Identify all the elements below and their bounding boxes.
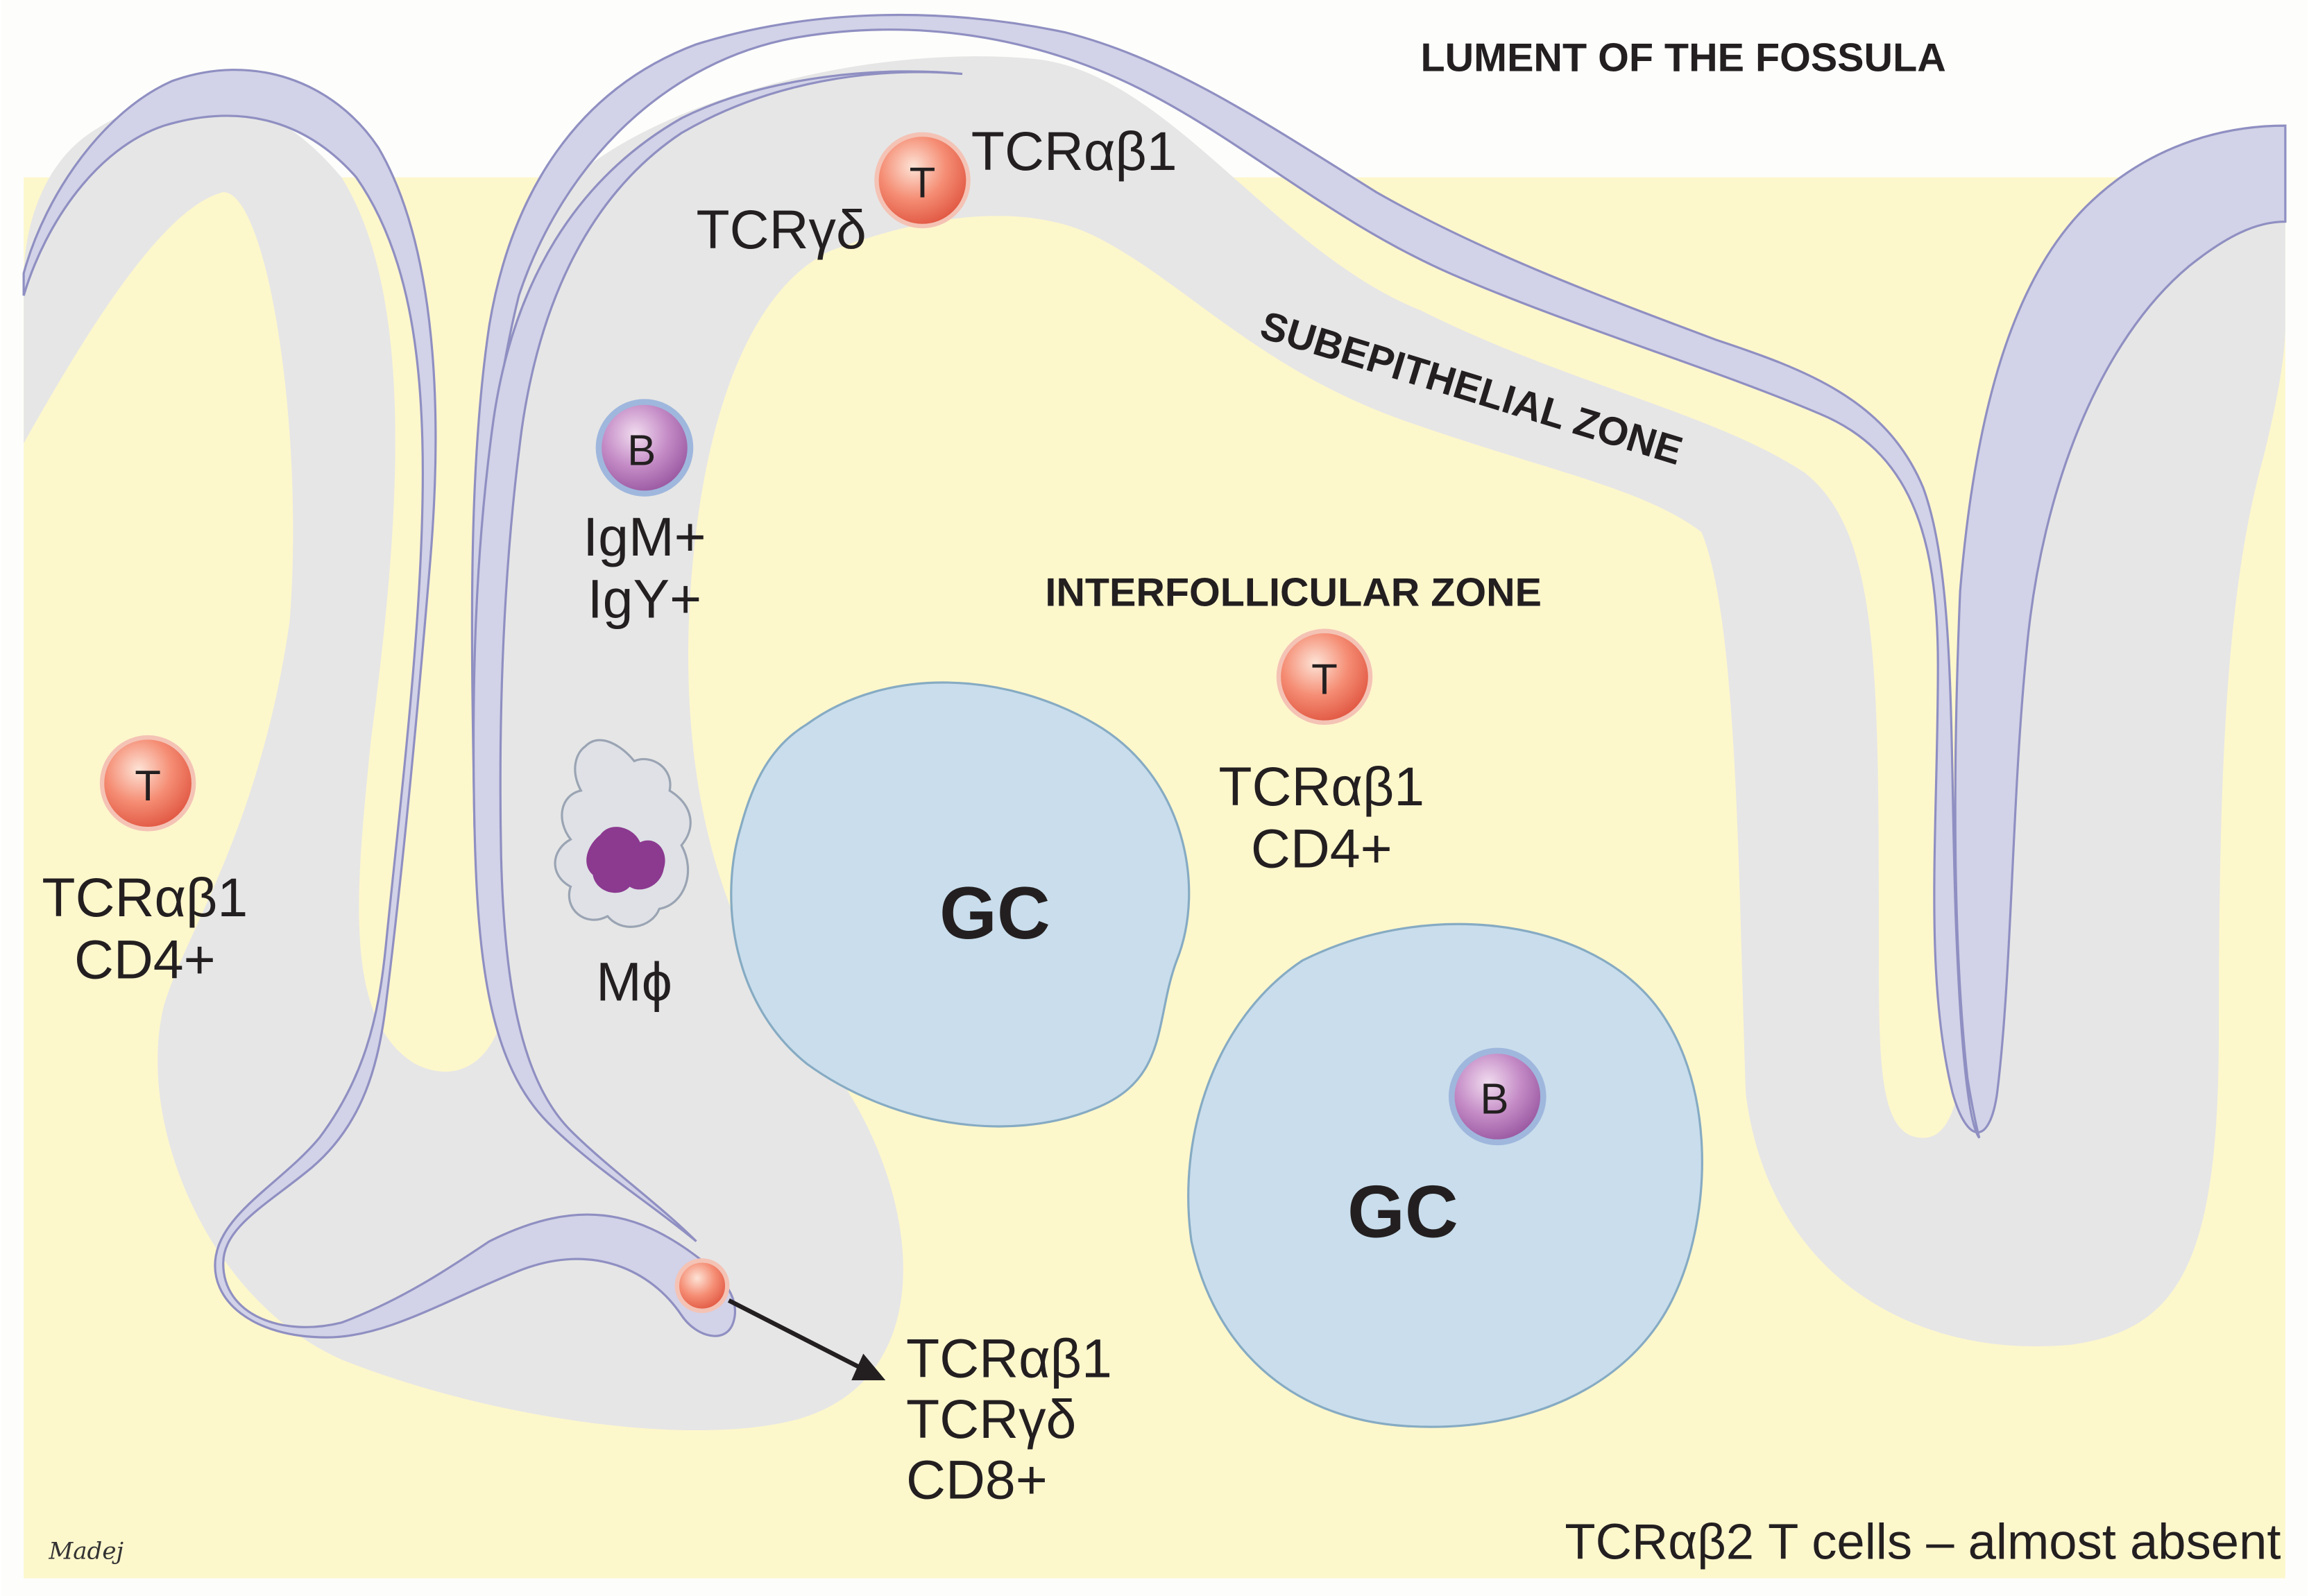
left-cd4-label: CD4+ [74, 929, 216, 990]
b-cell-subepithelial: B [595, 399, 694, 497]
center-tcr-ab1-label: TCRαβ1 [1218, 756, 1424, 817]
epithelium [22, 13, 2287, 1339]
macrophage [554, 739, 692, 928]
b-cell-germinal-center-letter: B [1480, 1076, 1508, 1124]
b-cell-germinal-center: B [1448, 1047, 1547, 1146]
germinal-center-2-label: GC [1347, 1170, 1458, 1253]
footer-note: TCRαβ2 T cells – almost absent [1565, 1514, 2281, 1570]
left-tcr-ab1-label: TCRαβ1 [42, 867, 248, 928]
interfollicular-zone-label: INTERFOLLICULAR ZONE [1045, 571, 1542, 615]
germinal-center-1 [730, 681, 1191, 1128]
signature: Madej [48, 1538, 123, 1565]
macrophage-label: Mϕ [596, 951, 672, 1012]
t-cell-left-letter: T [135, 762, 161, 810]
top-tcr-gd-label: TCRγδ [697, 199, 867, 260]
t-cell-top-letter: T [910, 160, 936, 207]
center-cd4-label: CD4+ [1251, 818, 1392, 879]
t-cell-left: T [99, 735, 196, 832]
arrow [727, 1298, 886, 1380]
t-cell-center: T [1276, 628, 1373, 726]
top-tcr-ab1-label: TCRαβ1 [971, 121, 1177, 182]
arrow-tcr-ab1-label: TCRαβ1 [906, 1328, 1112, 1389]
b-cell-igm-label: IgM+ [583, 506, 706, 567]
b-cell-igy-label: IgY+ [588, 569, 701, 630]
arrow-tcr-gd-label: TCRγδ [906, 1389, 1076, 1450]
b-cell-subepithelial-letter: B [627, 427, 656, 474]
arrow-cd8-label: CD8+ [906, 1449, 1048, 1510]
lumen-label: LUMENT OF THE FOSSULA [1421, 35, 1946, 80]
t-cell-center-letter: T [1311, 656, 1338, 704]
t-cell-top: T [874, 132, 971, 229]
intraepithelial-t-cell [674, 1258, 730, 1313]
germinal-center-2 [1187, 923, 1703, 1428]
macrophage-nucleus [586, 827, 665, 893]
subepithelial-zone [24, 56, 2285, 1431]
germinal-center-1-label: GC [939, 872, 1050, 954]
